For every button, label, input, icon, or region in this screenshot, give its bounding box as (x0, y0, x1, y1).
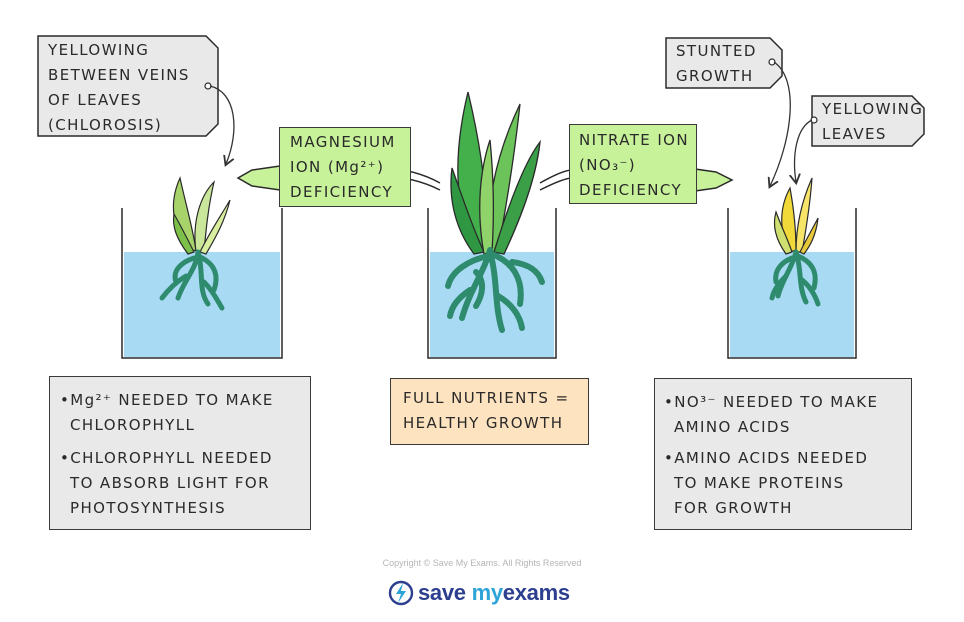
nitrate-deficiency-box (569, 124, 697, 204)
copyright-notice: Copyright © Save My Exams. All Rights Re… (382, 558, 582, 568)
stunted-growth-label: STUNTED GROWTH (676, 39, 757, 89)
magnesium-note-2: CHLOROPHYLL (70, 416, 196, 434)
chlorosis-line-2: BETWEEN VEINS (48, 66, 190, 84)
magnesium-note-3: •CHLOROPHYLL NEEDED (60, 449, 273, 467)
magnesium-line-2: ION (Mg²⁺) (290, 158, 385, 176)
brand-part-exams: exams (502, 580, 570, 605)
healthy-line-1: FULL NUTRIENTS = (403, 389, 570, 407)
magnesium-deficiency-label: MAGNESIUM ION (Mg²⁺) DEFICIENCY (290, 130, 396, 205)
magnesium-note-4: TO ABSORB LIGHT FOR (70, 474, 270, 492)
chlorosis-line-3: OF LEAVES (48, 91, 143, 109)
chlorosis-label: YELLOWING BETWEEN VEINS OF LEAVES (CHLOR… (48, 38, 190, 138)
magnesium-note-5: PHOTOSYNTHESIS (70, 499, 226, 517)
yellowing-line-1: YELLOWING (822, 100, 924, 118)
stunted-line-1: STUNTED (676, 42, 757, 60)
nitrate-note-1: •NO³⁻ NEEDED TO MAKE (664, 393, 879, 411)
nitrate-line-1: NITRATE ION (579, 131, 689, 149)
chlorosis-line-1: YELLOWING (48, 41, 150, 59)
nitrate-note-4: TO MAKE PROTEINS (674, 474, 845, 492)
healthy-line-2: HEALTHY GROWTH (403, 414, 564, 432)
beaker-nitrate-deficient (727, 177, 857, 359)
nitrate-explanation: •NO³⁻ NEEDED TO MAKE AMINO ACIDS •AMINO … (664, 390, 878, 521)
tag-yellowing-leaves (795, 95, 925, 182)
brand-part-save: save (418, 580, 466, 605)
beaker-full-nutrients (427, 91, 557, 359)
healthy-growth-box (390, 378, 589, 445)
brand-name: save myexams (418, 580, 570, 606)
tag-stunted-growth (665, 37, 791, 186)
nitrate-note-2: AMINO ACIDS (674, 418, 791, 436)
brand-part-my: my (471, 580, 504, 605)
magnesium-line-1: MAGNESIUM (290, 133, 396, 151)
magnesium-line-3: DEFICIENCY (290, 183, 394, 201)
beaker-magnesium-deficient (121, 176, 283, 359)
magnesium-note-1: •Mg²⁺ NEEDED TO MAKE (60, 391, 274, 409)
healthy-growth-text: FULL NUTRIENTS = HEALTHY GROWTH (403, 386, 569, 436)
nitrate-deficiency-label: NITRATE ION (NO₃⁻) DEFICIENCY (579, 128, 689, 203)
lightning-bolt-icon (388, 580, 414, 606)
tag-chlorosis (37, 35, 235, 164)
magnesium-deficiency-box (279, 127, 411, 207)
save-my-exams-logo[interactable]: save myexams (388, 578, 570, 608)
stunted-line-2: GROWTH (676, 67, 754, 85)
magnesium-explanation-box (49, 376, 311, 530)
nitrate-line-3: DEFICIENCY (579, 181, 683, 199)
nitrate-explanation-box (654, 378, 912, 530)
water-right (730, 252, 854, 357)
nitrate-note-3: •AMINO ACIDS NEEDED (664, 449, 869, 467)
nitrate-note-5: FOR GROWTH (674, 499, 793, 517)
yellowing-leaves-label: YELLOWING LEAVES (822, 97, 923, 147)
yellowing-line-2: LEAVES (822, 125, 887, 143)
nitrate-line-2: (NO₃⁻) (579, 156, 637, 174)
magnesium-explanation: •Mg²⁺ NEEDED TO MAKE CHLOROPHYLL •CHLORO… (60, 388, 274, 521)
chlorosis-line-4: (CHLOROSIS) (48, 116, 163, 134)
